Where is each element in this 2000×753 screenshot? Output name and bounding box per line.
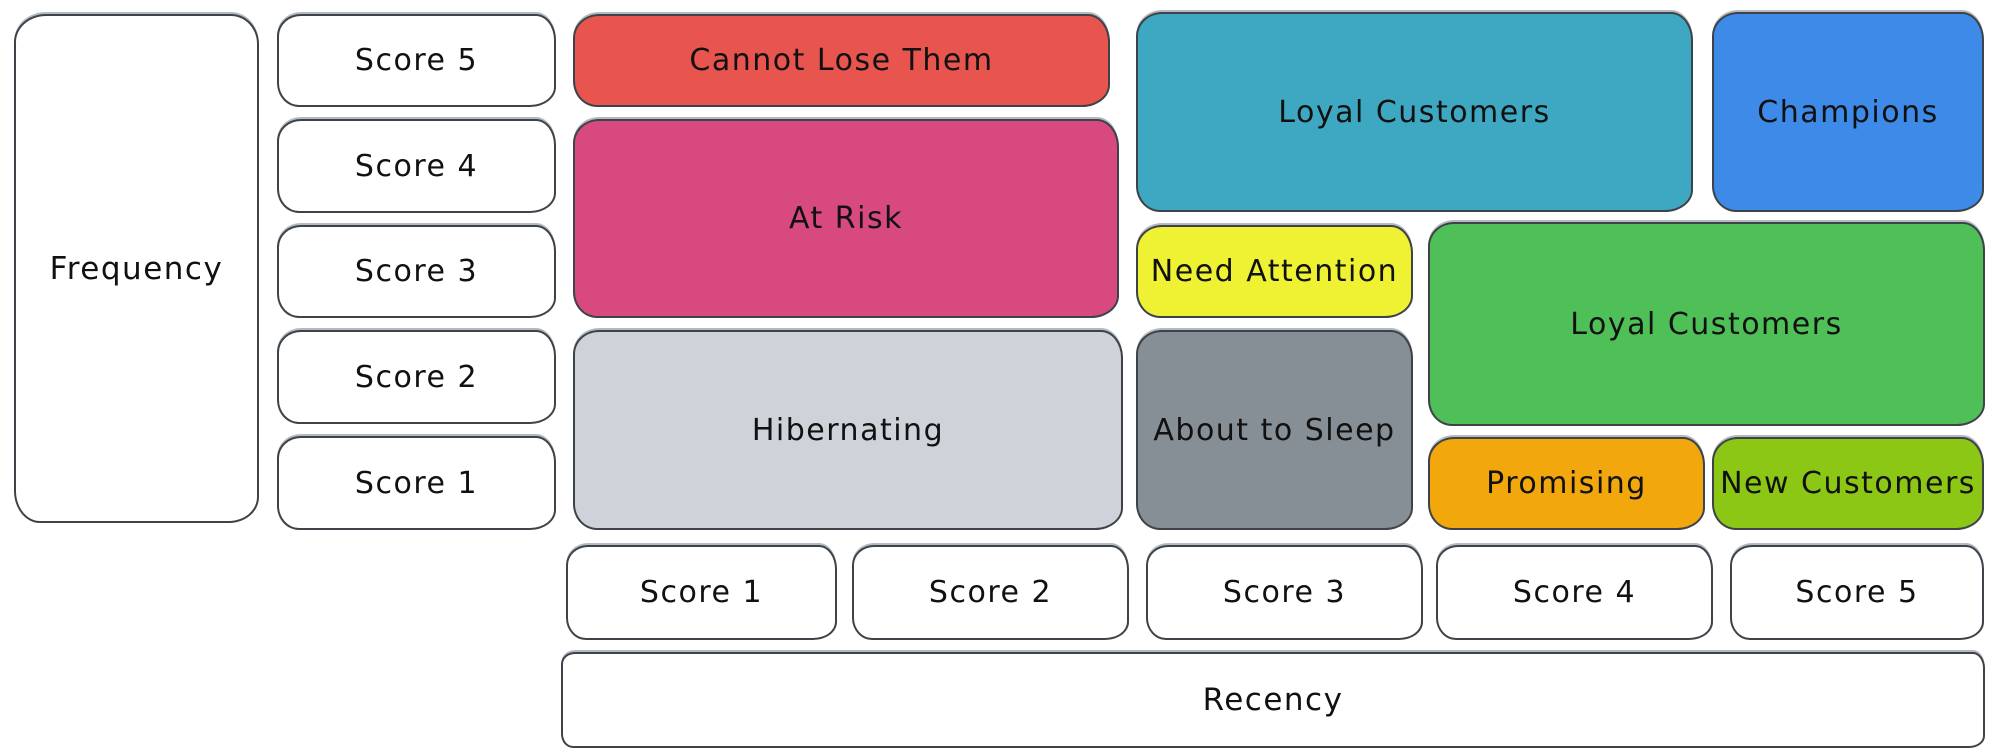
recency-score-3-label: Score 3	[1222, 575, 1347, 610]
frequency-score-2-box: Score 2	[277, 330, 556, 424]
segment-cannot-lose-them: Cannot Lose Them	[573, 14, 1110, 107]
segment-promising: Promising	[1428, 437, 1705, 530]
segment-hibernating-label: Hibernating	[751, 412, 945, 448]
segment-about-to-sleep-label: About to Sleep	[1153, 412, 1396, 448]
frequency-score-2-label: Score 2	[354, 359, 479, 395]
frequency-score-3-label: Score 3	[354, 254, 479, 289]
frequency-score-1-box: Score 1	[277, 436, 556, 530]
segment-about-to-sleep: About to Sleep	[1136, 330, 1413, 530]
segment-loyal-customers-mid: Loyal Customers	[1428, 222, 1985, 426]
recency-score-4-box: Score 4	[1436, 545, 1713, 640]
segment-cannot-lose-them-label: Cannot Lose Them	[689, 43, 994, 78]
recency-score-3-box: Score 3	[1146, 545, 1423, 640]
segment-promising-label: Promising	[1486, 466, 1647, 501]
segment-need-attention-label: Need Attention	[1150, 254, 1399, 289]
recency-score-4-label: Score 4	[1512, 575, 1637, 610]
recency-axis-label: Recency	[1202, 682, 1344, 718]
recency-score-2-box: Score 2	[852, 545, 1129, 640]
segment-at-risk-label: At Risk	[789, 201, 903, 236]
segment-loyal-customers-mid-label: Loyal Customers	[1570, 306, 1843, 342]
segment-loyal-customers-top-label: Loyal Customers	[1278, 94, 1551, 130]
recency-axis-box: Recency	[561, 652, 1985, 748]
segment-hibernating: Hibernating	[573, 330, 1123, 530]
frequency-score-5-box: Score 5	[277, 14, 556, 107]
segment-champions-label: Champions	[1757, 94, 1939, 130]
segment-need-attention: Need Attention	[1136, 225, 1413, 318]
frequency-axis-box: Frequency	[14, 14, 259, 523]
recency-score-5-label: Score 5	[1795, 575, 1919, 610]
segment-at-risk: At Risk	[573, 119, 1119, 318]
frequency-axis-label: Frequency	[49, 250, 224, 287]
recency-score-1-box: Score 1	[566, 545, 837, 640]
segment-champions: Champions	[1712, 12, 1984, 212]
frequency-score-4-label: Score 4	[354, 148, 479, 184]
segment-new-customers-label: New Customers	[1720, 466, 1976, 501]
recency-score-5-box: Score 5	[1730, 545, 1984, 640]
segment-loyal-customers-top: Loyal Customers	[1136, 12, 1693, 212]
recency-score-2-label: Score 2	[928, 575, 1053, 610]
segment-new-customers: New Customers	[1712, 437, 1984, 530]
recency-score-1-label: Score 1	[639, 575, 764, 610]
frequency-score-5-label: Score 5	[354, 43, 479, 78]
frequency-score-4-box: Score 4	[277, 119, 556, 213]
frequency-score-3-box: Score 3	[277, 225, 556, 318]
frequency-score-1-label: Score 1	[354, 465, 479, 501]
